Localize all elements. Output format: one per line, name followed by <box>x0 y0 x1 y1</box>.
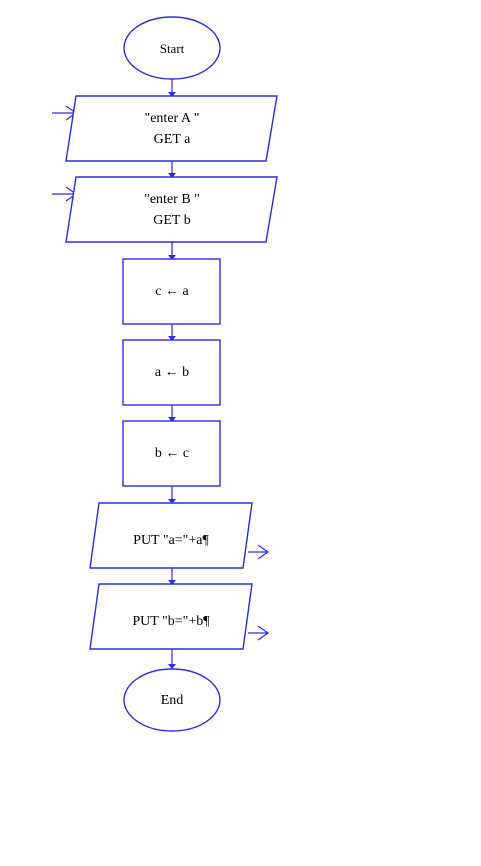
arrowhead-icon <box>168 92 176 97</box>
arrowhead-icon <box>168 336 176 341</box>
arrowhead-icon <box>168 173 176 178</box>
input-b-command: GET b <box>153 213 190 228</box>
assign-c-node[interactable]: c ← a <box>122 258 221 325</box>
end-node[interactable]: End <box>123 668 221 732</box>
output-b-label: PUT "b="+b¶ <box>132 614 210 629</box>
assign-b-label: b ← c <box>155 446 189 461</box>
input-a-command: GET a <box>154 132 191 147</box>
arrowhead-icon <box>168 664 176 669</box>
output-arrow-b <box>248 625 270 641</box>
assign-a-label: a ← b <box>155 365 189 380</box>
assign-b-node[interactable]: b ← c <box>122 420 221 487</box>
assign-a-node[interactable]: a ← b <box>122 339 221 406</box>
start-label: Start <box>160 41 185 56</box>
end-label: End <box>161 693 184 708</box>
output-b-node[interactable]: PUT "b="+b¶ <box>89 583 253 650</box>
input-b-node[interactable]: "enter B " GET b <box>65 176 278 243</box>
input-b-prompt: "enter B " <box>144 192 200 207</box>
output-a-label: PUT "a="+a¶ <box>133 533 209 548</box>
input-a-node[interactable]: "enter A " GET a <box>65 95 278 162</box>
output-a-node[interactable]: PUT "a="+a¶ <box>89 502 253 569</box>
arrowhead-icon <box>168 580 176 585</box>
input-a-prompt: "enter A " <box>145 111 200 126</box>
arrowhead-icon <box>168 417 176 422</box>
start-node[interactable]: Start <box>123 16 221 80</box>
arrowhead-icon <box>168 499 176 504</box>
assign-c-label: c ← a <box>155 284 189 299</box>
connectors <box>168 79 176 669</box>
arrowhead-icon <box>168 255 176 260</box>
output-arrow-a <box>248 544 270 560</box>
